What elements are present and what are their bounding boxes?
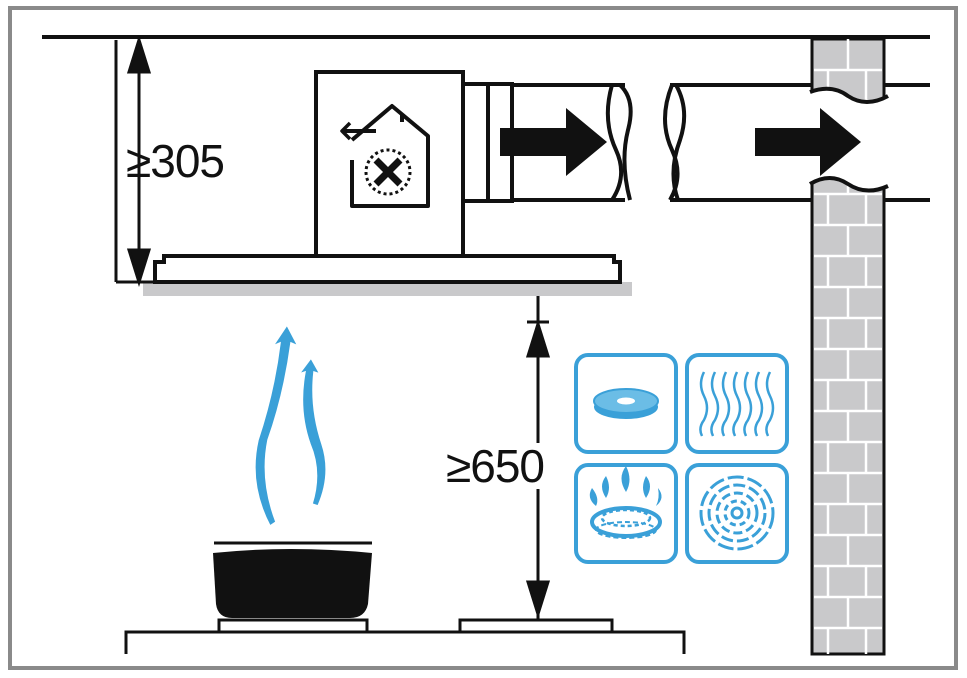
cooktop-types (574, 353, 789, 564)
induction-coil-line (710, 371, 720, 437)
hood-motor-box (314, 70, 465, 258)
cooking-pot (213, 541, 372, 618)
dim-305-line (114, 34, 160, 288)
duct-flow-arrow-1 (500, 108, 607, 176)
induction-coil-line (699, 371, 709, 437)
cooktop (124, 618, 686, 654)
duct-flow-arrow-2 (755, 108, 861, 176)
induction-coil-line (732, 371, 742, 437)
induction-coil-line (754, 371, 764, 437)
hood-canopy (143, 254, 632, 296)
radiant-ring-icon (685, 463, 789, 564)
induction-coil-icon (685, 353, 789, 454)
house-fan-icon (340, 104, 430, 208)
electric-plate-icon (574, 353, 678, 454)
gas-burner-icon (574, 463, 678, 564)
cooktop-clearance-dimension-label: ≥650 (444, 440, 546, 492)
hood-height-dimension-label: ≥305 (126, 135, 225, 187)
induction-coil-line (743, 371, 753, 437)
steam-arrows-icon (254, 323, 327, 528)
outer-frame (8, 6, 958, 670)
induction-coil-line (721, 371, 731, 437)
induction-coil-line (765, 371, 775, 437)
